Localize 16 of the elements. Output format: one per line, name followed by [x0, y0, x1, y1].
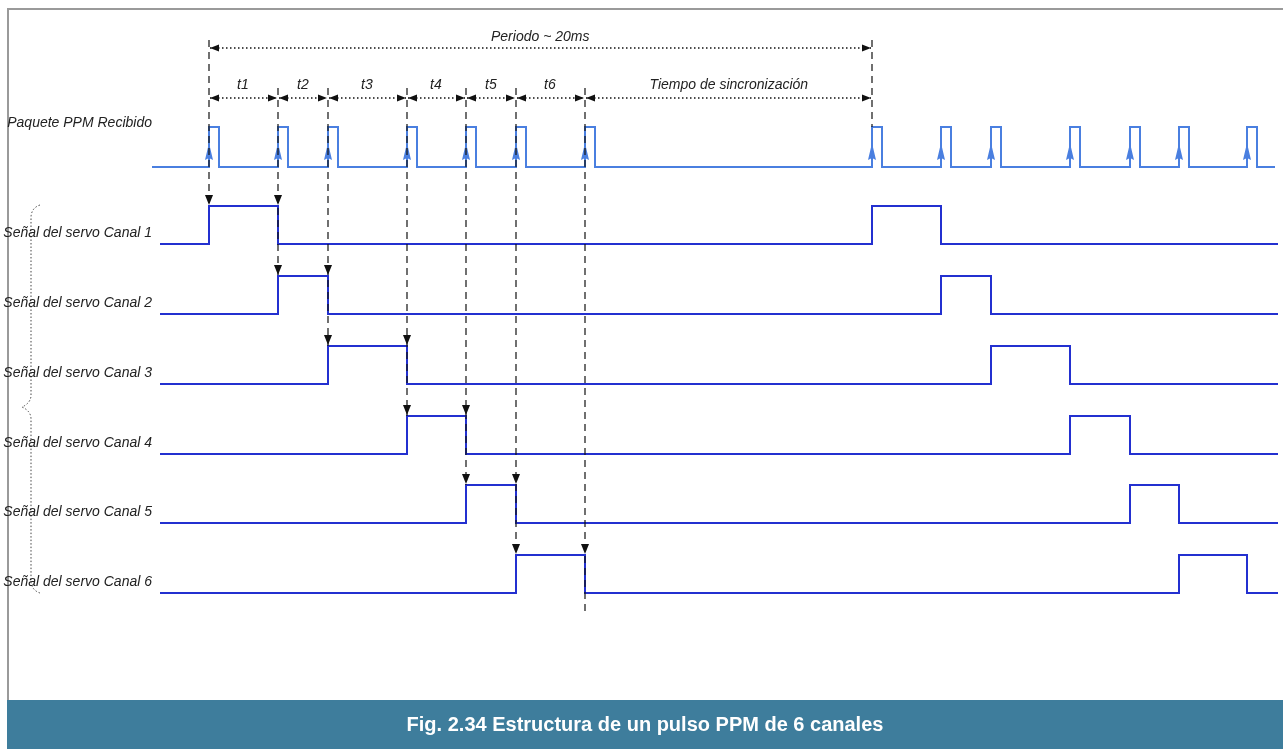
signal-label: Señal del servo Canal 2	[2, 293, 152, 312]
dimension-label: t6	[542, 76, 558, 92]
signal-label: Señal del servo Canal 5	[2, 502, 152, 521]
signal-label: Señal del servo Canal 3	[2, 363, 152, 382]
signal-label: Señal del servo Canal 6	[2, 572, 152, 591]
signal-label: Señal del servo Canal 1	[2, 223, 152, 242]
dimension-label: Periodo ~ 20ms	[489, 28, 592, 44]
dimension-label: t2	[295, 76, 311, 92]
dimension-label: t3	[359, 76, 375, 92]
dimension-label: t4	[428, 76, 444, 92]
dimension-label: t5	[483, 76, 499, 92]
dimension-label: t1	[235, 76, 251, 92]
signal-label: Señal del servo Canal 4	[2, 433, 152, 452]
figure-caption: Fig. 2.34 Estructura de un pulso PPM de 6 canales	[406, 713, 884, 736]
signal-label: Paquete PPM Recibido	[6, 113, 152, 132]
dimension-label: Tiempo de sincronización	[647, 76, 811, 92]
